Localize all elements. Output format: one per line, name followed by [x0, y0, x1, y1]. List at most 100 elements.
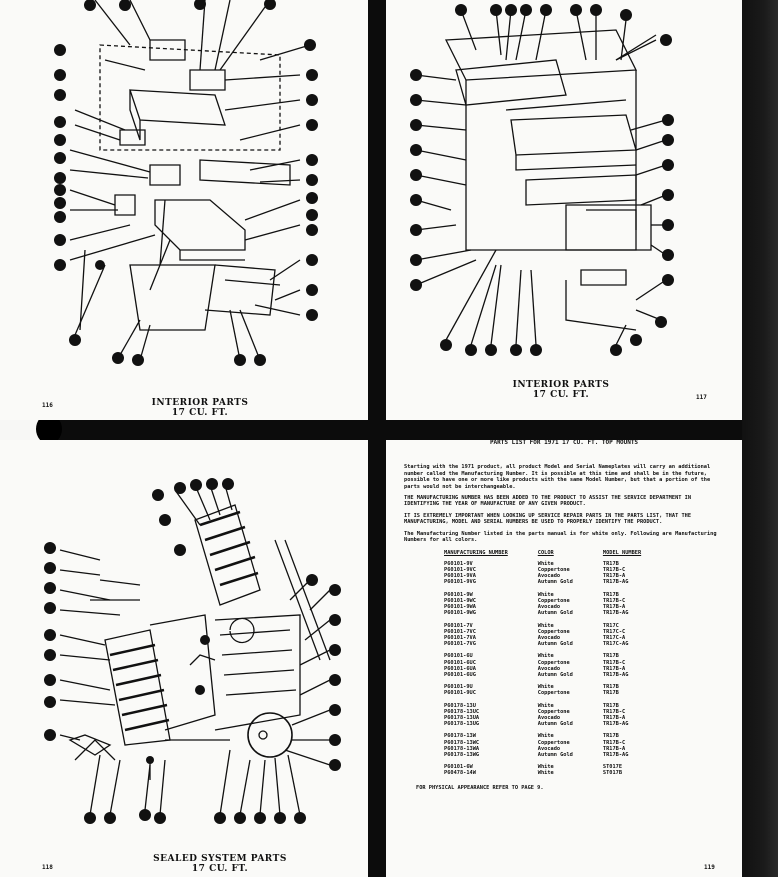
page-number: 119: [704, 864, 715, 871]
color-cell: Coppertone: [537, 708, 570, 715]
diagram-drawing: [59, 484, 331, 816]
model-number-cell: ST017E: [602, 764, 623, 771]
panel-title-block: SEALED SYSTEM PARTS 17 CU. FT.: [150, 854, 290, 874]
panel-sealed-system-parts: SEALED SYSTEM PARTS 17 CU. FT. 118: [0, 440, 368, 877]
column-header: COLOR: [537, 550, 554, 557]
panel-title: INTERIOR PARTS: [512, 380, 610, 390]
manufacturing-number-cell: P60178-13WC: [444, 739, 480, 746]
model-number-cell: TR17C: [602, 622, 619, 629]
column-header: MODEL NUMBER: [602, 550, 642, 557]
callout-markers: [410, 4, 674, 356]
manufacturing-number-cell: P60101-9UC: [444, 690, 476, 697]
color-cell: Avocado: [537, 745, 561, 752]
color-cell: Avocado: [537, 604, 561, 611]
scan-gutter-horizontal: [40, 420, 742, 440]
page-number: 118: [42, 864, 53, 871]
color-cell: White: [537, 622, 554, 629]
model-number-cell: TR17B-AG: [602, 751, 629, 758]
model-number-cell: TR17B: [602, 733, 619, 740]
table-header-row: MANUFACTURING NUMBER COLOR MODEL NUMBER: [444, 550, 671, 560]
color-cell: Autumn Gold: [537, 751, 573, 758]
model-number-cell: TR17B-C: [602, 567, 626, 574]
model-number-cell: TR17B-C: [602, 708, 626, 715]
manufacturing-number-cell: P60101-9WG: [444, 610, 476, 617]
model-number-cell: TR17B: [602, 684, 619, 691]
panel-parts-list: PARTS LIST FOR 1971 17 CU. FT. TOP MOUNT…: [386, 440, 742, 877]
model-number-cell: TR17B-A: [602, 573, 626, 580]
model-number-cell: TR17B-A: [602, 665, 626, 672]
manufacturing-number-cell: P60101-9W: [444, 591, 473, 598]
color-cell: Avocado: [537, 573, 561, 580]
manufacturing-number-cell: P60101-7VA: [444, 634, 476, 641]
page-number: 117: [696, 394, 707, 401]
document-footer-note: FOR PHYSICAL APPEARANCE REFER TO PAGE 9.: [416, 784, 544, 791]
color-cell: White: [537, 770, 554, 777]
parts-table: MANUFACTURING NUMBER COLOR MODEL NUMBER …: [444, 550, 671, 776]
manufacturing-number-cell: P60178-13UG: [444, 721, 480, 728]
document-paragraph: IT IS EXTREMELY IMPORTANT WHEN LOOKING U…: [404, 512, 692, 526]
panel-subtitle: 17 CU. FT.: [171, 408, 229, 418]
manufacturing-number-cell: P60178-13WG: [444, 751, 480, 758]
model-number-cell: TR17C-A: [602, 634, 626, 641]
panel-subtitle: 17 CU. FT.: [191, 864, 249, 874]
model-number-cell: TR17B-A: [602, 745, 626, 752]
model-number-cell: TR17B-AG: [602, 721, 629, 728]
manufacturing-number-cell: P60101-6W: [444, 764, 473, 771]
model-number-cell: TR17B: [602, 560, 619, 567]
color-cell: Coppertone: [537, 659, 570, 666]
model-number-cell: TR17B: [602, 591, 619, 598]
manufacturing-number-cell: P60101-6UG: [444, 671, 476, 678]
table-row: P60101-9VC Coppertone TR17B-C: [444, 567, 671, 573]
exploded-diagram-sealed-system: [44, 478, 341, 824]
model-number-cell: TR17B: [602, 653, 619, 660]
manufacturing-number-cell: P60178-13U: [444, 702, 476, 709]
model-number-cell: TR17B-AG: [602, 610, 629, 617]
callout-markers: [44, 478, 341, 824]
table-row: P60101-6W White ST017E: [444, 764, 671, 770]
color-cell: White: [537, 764, 554, 771]
page-number: 116: [42, 402, 53, 409]
callout-markers: [54, 0, 318, 366]
color-cell: Autumn Gold: [537, 721, 573, 728]
model-number-cell: TR17B-C: [602, 739, 626, 746]
exploded-diagram-interior-left: [54, 0, 318, 366]
color-cell: White: [537, 684, 554, 691]
manufacturing-number-cell: P60101-9VG: [444, 579, 476, 586]
color-cell: White: [537, 653, 554, 660]
panel-title: SEALED SYSTEM PARTS: [153, 854, 287, 864]
document-title: PARTS LIST FOR 1971 17 CU. FT. TOP MOUNT…: [489, 440, 639, 446]
manufacturing-number-cell: P60101-6U: [444, 653, 473, 660]
manufacturing-number-cell: P60101-9WC: [444, 597, 476, 604]
exploded-diagram-interior-right: [410, 4, 674, 356]
manufacturing-number-cell: P60478-14W: [444, 770, 476, 777]
manufacturing-number-cell: P60101-9V: [444, 560, 473, 567]
panel-title-block: INTERIOR PARTS 17 CU. FT.: [501, 380, 621, 400]
document-paragraph: The Manufacturing Number listed in the p…: [404, 530, 717, 544]
color-cell: Avocado: [537, 714, 561, 721]
table-row: P60178-13WA Avocado TR17B-A: [444, 746, 671, 752]
color-cell: White: [537, 560, 554, 567]
color-cell: Avocado: [537, 665, 561, 672]
panel-interior-parts-right: INTERIOR PARTS 17 CU. FT. 117: [386, 0, 742, 420]
table-row: P60178-13WG Autumn Gold TR17B-AG: [444, 752, 671, 758]
color-cell: Coppertone: [537, 567, 570, 574]
manufacturing-number-cell: P60101-9VA: [444, 573, 476, 580]
panel-subtitle: 17 CU. FT.: [532, 390, 590, 400]
color-cell: Autumn Gold: [537, 610, 573, 617]
manufacturing-number-cell: P60178-13WA: [444, 745, 480, 752]
table-row: P60101-9VA Avocado TR17B-A: [444, 573, 671, 579]
manufacturing-number-cell: P60101-9VC: [444, 567, 476, 574]
